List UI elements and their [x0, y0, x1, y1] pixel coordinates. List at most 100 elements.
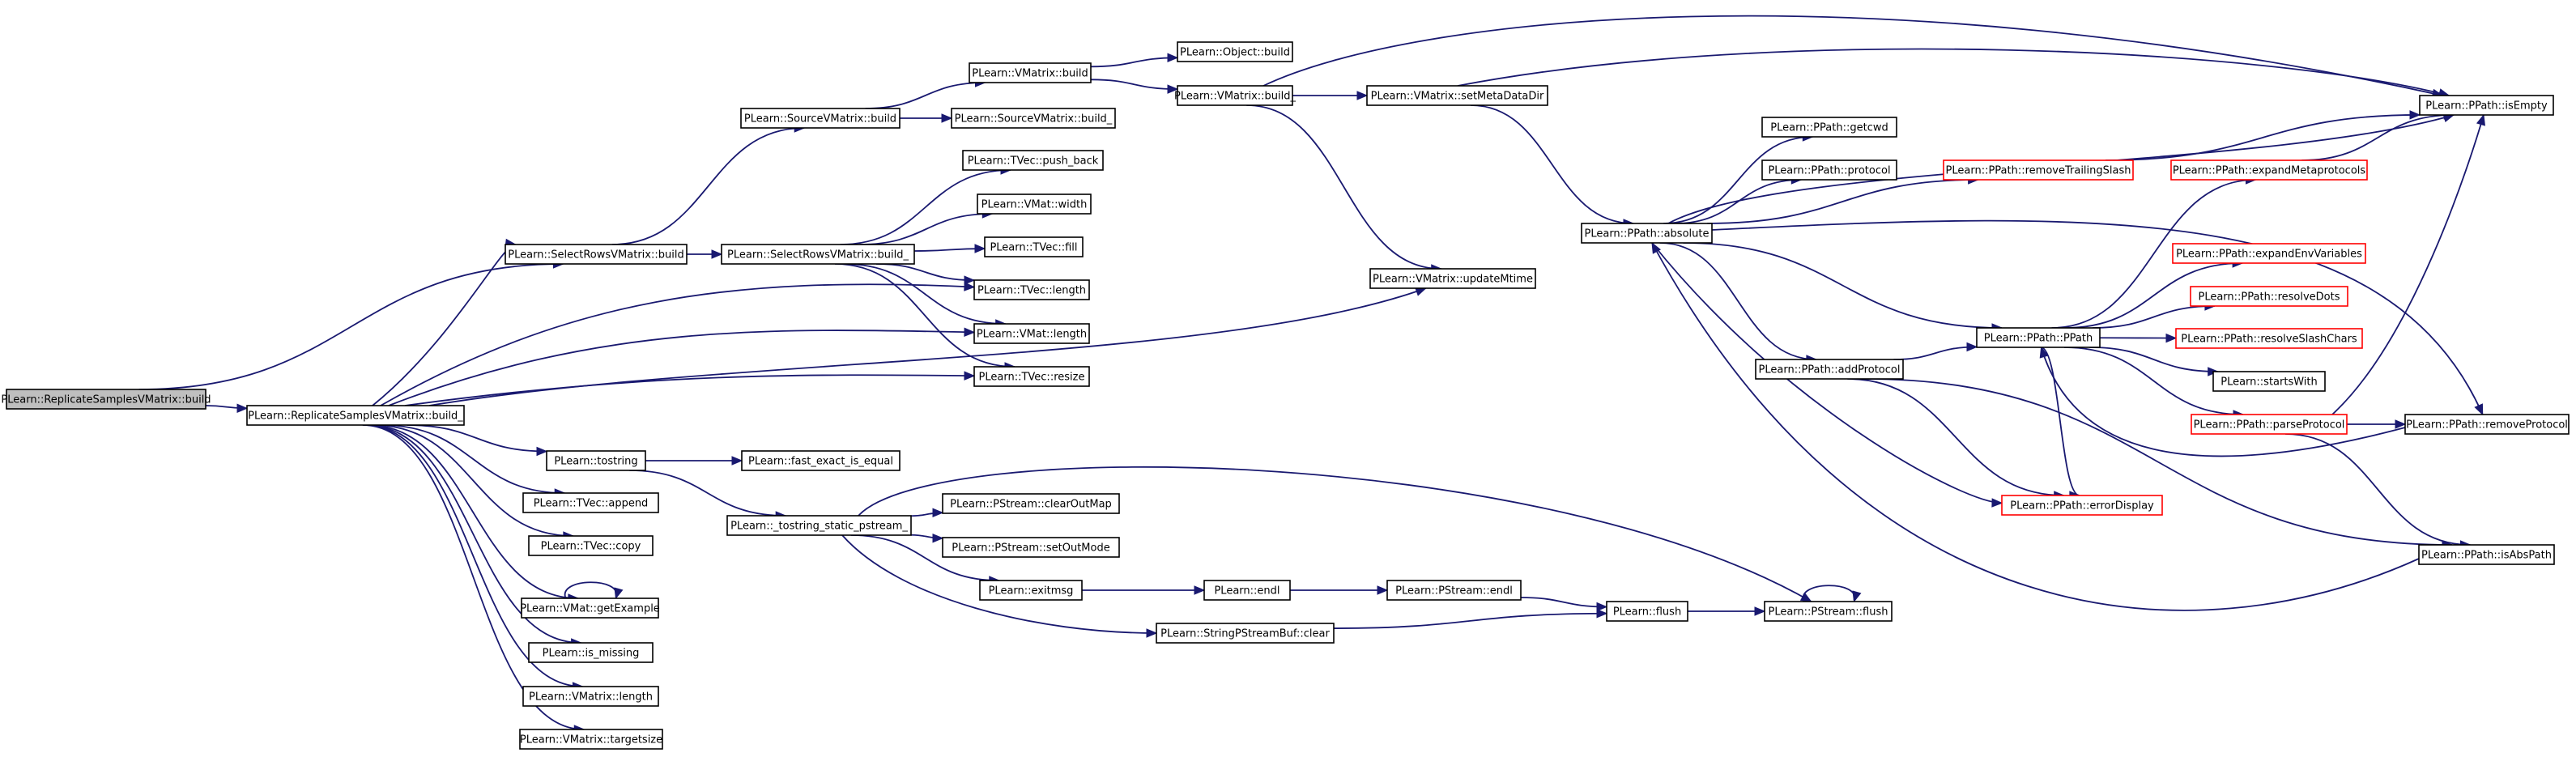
node-label: PLearn::PPath::removeProtocol: [2406, 419, 2568, 432]
node-box: [979, 580, 1083, 601]
node-box: [2170, 159, 2368, 181]
edge-line: [611, 127, 805, 245]
node-label: PLearn::fast_exact_is_equal: [748, 456, 893, 468]
node-tvecfill[interactable]: PLearn::TVec::fill: [984, 236, 1084, 257]
node-endl[interactable]: PLearn::endl: [1203, 580, 1291, 601]
node-box: [1764, 601, 1893, 622]
edge-line: [364, 424, 581, 644]
node-box: [2418, 544, 2555, 565]
node-tostring[interactable]: PLearn::tostring: [546, 450, 646, 471]
node-vmatlength[interactable]: PLearn::VMat::length: [973, 323, 1090, 344]
node-srbuild_[interactable]: PLearn::SelectRowsVMatrix::build_: [721, 244, 915, 265]
node-resolveslash[interactable]: PLearn::PPath::resolveSlashChars: [2175, 328, 2363, 349]
edge-line: [2285, 433, 2471, 546]
node-ppath[interactable]: PLearn::PPath::PPath: [1976, 327, 2101, 348]
edge-line: [1520, 597, 1607, 608]
node-tveclength[interactable]: PLearn::TVec::length: [973, 279, 1090, 300]
node-targetsize[interactable]: PLearn::VMatrix::targetsize: [519, 729, 663, 750]
node-fastequal[interactable]: PLearn::fast_exact_is_equal: [741, 450, 901, 471]
node-label: PLearn::PStream::endl: [1395, 585, 1513, 598]
node-addprotocol[interactable]: PLearn::PPath::addProtocol: [1755, 359, 1904, 380]
node-removeslash[interactable]: PLearn::PPath::removeTrailingSlash: [1943, 159, 2134, 181]
node-box: [1761, 117, 1897, 138]
node-tvecresize[interactable]: PLearn::TVec::resize: [973, 366, 1090, 387]
node-expandmeta[interactable]: PLearn::PPath::expandMetaprotocols: [2170, 159, 2368, 181]
node-expandenv[interactable]: PLearn::PPath::expandEnvVariables: [2172, 243, 2366, 264]
edge-absolute-to-removeprotocol-arrowhead: [2474, 403, 2484, 416]
edge-vmbuild-to-vmbuild_-arrowhead: [1167, 84, 1179, 94]
edge-addprotocol-to-ppath-arrowhead: [1966, 342, 1978, 352]
edge-line: [1683, 242, 2003, 329]
node-append[interactable]: PLearn::TVec::append: [522, 492, 659, 513]
node-getcwd[interactable]: PLearn::PPath::getcwd: [1761, 117, 1897, 138]
node-psendl[interactable]: PLearn::PStream::endl: [1386, 580, 1522, 601]
node-srbuild[interactable]: PLearn::SelectRowsVMatrix::build: [505, 244, 688, 265]
node-removeprotocol[interactable]: PLearn::PPath::removeProtocol: [2404, 414, 2570, 435]
node-ismissing[interactable]: PLearn::is_missing: [528, 642, 654, 663]
node-label: PLearn::PPath::protocol: [1768, 165, 1890, 177]
node-box: [1943, 159, 2134, 181]
node-exitmsg[interactable]: PLearn::exitmsg: [979, 580, 1083, 601]
node-resolvedots[interactable]: PLearn::PPath::resolveDots: [2190, 286, 2348, 307]
node-box: [721, 244, 915, 265]
node-absolute[interactable]: PLearn::PPath::absolute: [1581, 223, 1713, 244]
node-box: [546, 450, 646, 471]
node-tostatic[interactable]: PLearn::_tostring_static_pstream_: [726, 515, 912, 536]
node-vmbuild[interactable]: PLearn::VMatrix::build: [969, 62, 1092, 83]
node-box: [1386, 580, 1522, 601]
node-vmatwidth[interactable]: PLearn::VMat::width: [977, 194, 1092, 215]
node-box: [740, 108, 901, 129]
edge-rsbuild_-to-tveclength: [380, 282, 976, 406]
node-root[interactable]: PLearn::ReplicateSamplesVMatrix::build: [1, 389, 211, 410]
node-psflush[interactable]: PLearn::PStream::flush: [1764, 601, 1893, 622]
node-rsbuild_[interactable]: PLearn::ReplicateSamplesVMatrix::build_: [246, 405, 465, 426]
node-getexample[interactable]: PLearn::VMat::getExample: [520, 598, 660, 619]
node-svbuild_[interactable]: PLearn::SourceVMatrix::build_: [951, 108, 1116, 129]
edge-line: [2064, 262, 2243, 329]
edge-rsbuild_-to-tostring: [407, 424, 548, 457]
edge-line: [428, 287, 1427, 406]
node-box: [2419, 95, 2554, 116]
node-setmeta[interactable]: PLearn::VMatrix::setMetaDataDir: [1366, 85, 1548, 106]
edge-rsbuild_-to-srbuild: [372, 238, 517, 406]
node-label: PLearn::VMatrix::build: [972, 68, 1088, 80]
node-protocol[interactable]: PLearn::PPath::protocol: [1761, 159, 1897, 181]
edge-line: [1457, 48, 2450, 96]
edge-setmeta-to-isempty: [1457, 48, 2450, 98]
edge-root-to-rsbuild_: [205, 403, 249, 414]
node-box: [522, 686, 659, 707]
edge-line: [1471, 104, 1633, 224]
node-clearout[interactable]: PLearn::PStream::clearOutMap: [942, 493, 1120, 514]
edge-vmbuild-to-objbuild-arrowhead: [1167, 53, 1179, 63]
node-objbuild[interactable]: PLearn::Object::build: [1177, 41, 1293, 62]
node-label: PLearn::StringPStreamBuf::clear: [1160, 628, 1330, 640]
node-isabspath[interactable]: PLearn::PPath::isAbsPath: [2418, 544, 2555, 565]
edge-line: [407, 424, 547, 453]
edge-srbuild_-to-tveclength-arrowhead: [964, 275, 976, 285]
edge-line: [364, 424, 583, 687]
node-updmtime[interactable]: PLearn::VMatrix::updateMtime: [1369, 268, 1536, 289]
edge-vmbuild_-to-updmtime: [1246, 104, 1443, 274]
node-setoutmode[interactable]: PLearn::PStream::setOutMode: [942, 537, 1120, 558]
node-vmbuild_[interactable]: PLearn::VMatrix::build_: [1174, 85, 1296, 106]
edge-isabspath-to-absolute-arrowhead: [1651, 241, 1662, 254]
node-label: PLearn::PPath::PPath: [1984, 333, 2093, 345]
edge-line: [373, 424, 573, 537]
node-parseprotocol[interactable]: PLearn::PPath::parseProtocol: [2191, 414, 2348, 435]
node-startswith[interactable]: PLearn::startsWith: [2212, 371, 2326, 392]
node-copy[interactable]: PLearn::TVec::copy: [528, 535, 654, 556]
edge-line: [850, 534, 999, 581]
node-isempty[interactable]: PLearn::PPath::isEmpty: [2419, 95, 2554, 116]
node-pushback[interactable]: PLearn::TVec::push_back: [962, 150, 1104, 171]
node-errordisplay[interactable]: PLearn::PPath::errorDisplay: [2001, 495, 2163, 516]
edge-line: [858, 466, 1812, 602]
node-spbclear[interactable]: PLearn::StringPStreamBuf::clear: [1156, 623, 1335, 644]
node-vmlength[interactable]: PLearn::VMatrix::length: [522, 686, 659, 707]
node-svbuild[interactable]: PLearn::SourceVMatrix::build: [740, 108, 901, 129]
edge-isabspath-to-absolute: [1651, 241, 2420, 611]
node-label: PLearn::PStream::clearOutMap: [950, 499, 1112, 511]
edge-vmbuild_-to-isempty: [1262, 15, 2444, 98]
node-box: [973, 366, 1090, 387]
node-flush[interactable]: PLearn::flush: [1606, 601, 1688, 622]
